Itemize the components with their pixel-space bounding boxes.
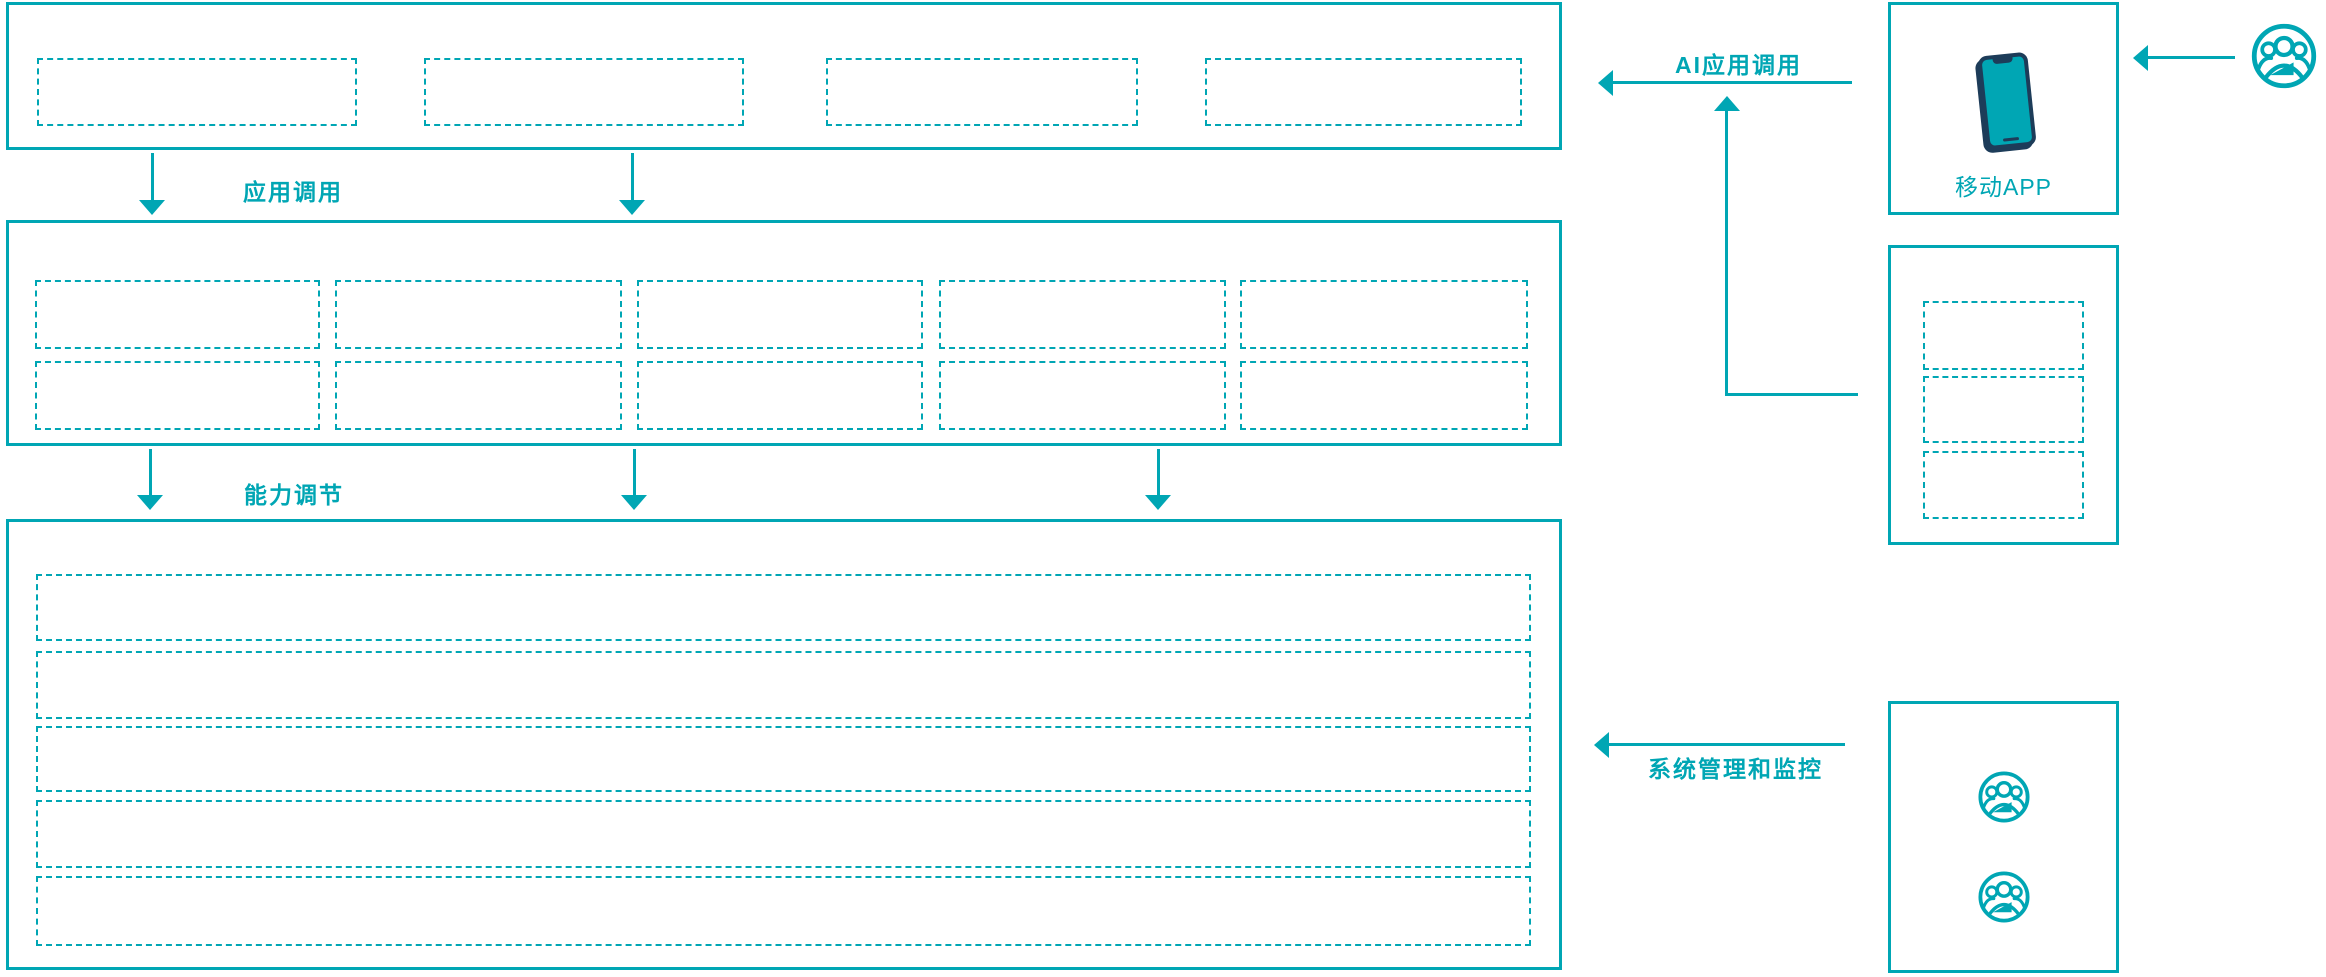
mobile-app-label: 移动APP xyxy=(1954,174,2053,200)
channel-slot-2 xyxy=(1923,376,2084,443)
capability-slot-r1c4 xyxy=(939,280,1226,349)
ai-app-call-arrow-head xyxy=(1598,70,1613,96)
phone-home-bar xyxy=(2002,136,2020,142)
app-call-arrow-1-stem xyxy=(151,153,154,201)
capability-arrow-3-stem xyxy=(1157,449,1160,496)
platform-row-1 xyxy=(36,574,1531,641)
channel-slot-1 xyxy=(1923,301,2084,370)
capability-adjust-label: 能力调节 xyxy=(244,482,344,508)
application-slot-2 xyxy=(424,58,744,126)
user-arrow-head xyxy=(2133,45,2148,71)
phone-notch xyxy=(1992,56,2013,65)
channel-slot-3 xyxy=(1923,451,2084,519)
application-slot-1 xyxy=(37,58,357,126)
users-group-icon xyxy=(2250,22,2318,90)
capability-slot-r1c1 xyxy=(35,280,320,349)
capability-slot-r2c5 xyxy=(1240,361,1528,430)
app-call-arrow-2-head xyxy=(619,200,645,215)
app-call-arrow-2-stem xyxy=(631,153,634,201)
up-arrow-stem xyxy=(1725,110,1728,395)
up-arrow-elbow xyxy=(1725,393,1858,396)
capability-slot-r2c2 xyxy=(335,361,622,430)
system-monitor-arrow-stem xyxy=(1608,743,1845,746)
capability-slot-r1c2 xyxy=(335,280,622,349)
users-group-icon xyxy=(1977,770,2031,824)
platform-row-3 xyxy=(36,726,1531,792)
up-arrow-head xyxy=(1714,96,1740,111)
ai-app-call-arrow-stem xyxy=(1612,81,1852,84)
capability-arrow-3-head xyxy=(1145,495,1171,510)
capability-slot-r1c3 xyxy=(637,280,923,349)
system-monitor-label: 系统管理和监控 xyxy=(1648,756,1823,782)
system-monitor-arrow-head xyxy=(1594,732,1609,758)
capability-slot-r2c1 xyxy=(35,361,320,430)
capability-arrow-1-stem xyxy=(149,449,152,496)
capability-arrow-1-head xyxy=(137,495,163,510)
app-call-arrow-1-head xyxy=(139,200,165,215)
operations-box xyxy=(1888,701,2119,973)
capability-arrow-2-stem xyxy=(633,449,636,496)
platform-row-2 xyxy=(36,651,1531,719)
app-call-label: 应用调用 xyxy=(243,179,343,205)
application-slot-3 xyxy=(826,58,1138,126)
capability-slot-r2c4 xyxy=(939,361,1226,430)
capability-slot-r1c5 xyxy=(1240,280,1528,349)
smartphone-icon xyxy=(1977,51,2037,151)
user-arrow-stem xyxy=(2147,56,2235,59)
platform-row-4 xyxy=(36,800,1531,868)
capability-slot-r2c3 xyxy=(637,361,923,430)
capability-arrow-2-head xyxy=(621,495,647,510)
platform-row-5 xyxy=(36,876,1531,946)
ai-app-call-label: AI应用调用 xyxy=(1675,52,1802,78)
application-slot-4 xyxy=(1205,58,1522,126)
users-group-icon xyxy=(1977,870,2031,924)
